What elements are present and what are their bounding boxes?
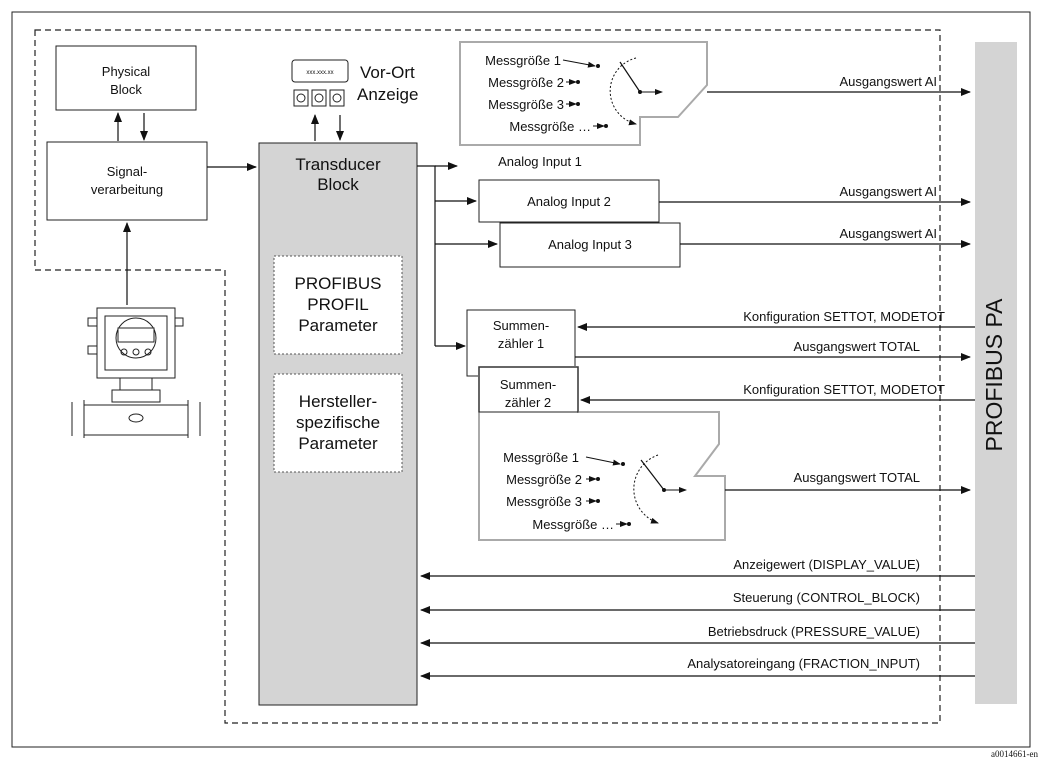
physical-block-line1: Physical <box>102 64 151 79</box>
selector-ai-item-2: Messgröße 2 <box>488 75 564 90</box>
summenzaehler-1-block: Summen- zähler 1 <box>466 309 576 377</box>
konfig-2-label: Konfiguration SETTOT, MODETOT <box>743 382 945 397</box>
out-ai-2-label: Ausgangswert AI <box>839 184 937 199</box>
selector-total-item-3: Messgröße 3 <box>506 494 582 509</box>
selector-total: Summen- zähler 2 Messgröße 1 Messgröße 2… <box>478 366 726 541</box>
summenzaehler-2-block <box>478 366 579 413</box>
profibus-pa-bus <box>975 42 1017 704</box>
selector-ai: Messgröße 1 Messgröße 2 Messgröße 3 Mess… <box>459 41 708 146</box>
physical-block: Physical Block <box>55 45 197 111</box>
flowmeter-icon <box>71 307 201 438</box>
fraction-input-label: Analysatoreingang (FRACTION_INPUT) <box>687 656 920 671</box>
hersteller-line3: Parameter <box>298 434 378 453</box>
display-label-line1: Vor-Ort <box>360 63 415 82</box>
signal-block-line2: verarbeitung <box>91 182 163 197</box>
hersteller-parameter-box: Hersteller- spezifische Parameter <box>273 373 403 473</box>
analog-input-3-block: Analog Input 3 <box>499 222 681 268</box>
out-total-1-label: Ausgangswert TOTAL <box>794 339 920 354</box>
pressure-value-label: Betriebsdruck (PRESSURE_VALUE) <box>708 624 920 639</box>
signal-processing-block: Signal- verarbeitung <box>46 141 208 221</box>
konfig-1-label: Konfiguration SETTOT, MODETOT <box>743 309 945 324</box>
hersteller-line2: spezifische <box>296 413 380 432</box>
out-ai-1-label: Ausgangswert AI <box>839 74 937 89</box>
profil-line2: PROFIL <box>307 295 368 314</box>
selector-ai-item-1: Messgröße 1 <box>485 53 561 68</box>
transducer-line2: Block <box>317 175 359 194</box>
profil-line3: Parameter <box>298 316 378 335</box>
profil-line1: PROFIBUS <box>295 274 382 293</box>
bus-label: PROFIBUS PA <box>981 298 1007 452</box>
selector-ai-item-4: Messgröße … <box>509 119 591 134</box>
out-total-2-label: Ausgangswert TOTAL <box>794 470 920 485</box>
selector-total-item-2: Messgröße 2 <box>506 472 582 487</box>
display-screen-text: xxx.xxx.xx <box>306 70 333 76</box>
out-ai-3-label: Ausgangswert AI <box>839 226 937 241</box>
selector-ai-item-3: Messgröße 3 <box>488 97 564 112</box>
analog-input-2-block: Analog Input 2 <box>478 179 660 223</box>
outer-frame <box>11 11 1031 748</box>
display-value-label: Anzeigewert (DISPLAY_VALUE) <box>733 557 920 572</box>
transducer-output-bus <box>417 165 436 346</box>
transducer-line1: Transducer <box>295 155 381 174</box>
summenzaehler2-line2: zähler 2 <box>505 395 551 410</box>
summenzaehler1-line1: Summen- <box>493 318 549 333</box>
device-boundary <box>34 29 941 724</box>
local-display-icon: xxx.xxx.xx <box>291 59 349 107</box>
analog-input-3-label: Analog Input 3 <box>548 237 632 252</box>
signal-block-line1: Signal- <box>107 164 147 179</box>
selector-total-item-1: Messgröße 1 <box>503 450 579 465</box>
analog-input-1-label: Analog Input 1 <box>498 154 582 169</box>
figure-reference: a0014661-en <box>991 749 1038 759</box>
control-block-label: Steuerung (CONTROL_BLOCK) <box>733 590 920 605</box>
display-label-line2: Anzeige <box>357 85 418 104</box>
selector-total-item-4: Messgröße … <box>532 517 614 532</box>
analog-input-2-label: Analog Input 2 <box>527 194 611 209</box>
hersteller-line1: Hersteller- <box>299 392 377 411</box>
profibus-profil-parameter-box: PROFIBUS PROFIL Parameter <box>273 255 403 355</box>
physical-block-line2: Block <box>110 82 142 97</box>
summenzaehler2-line1: Summen- <box>500 377 556 392</box>
summenzaehler1-line2: zähler 1 <box>498 336 544 351</box>
